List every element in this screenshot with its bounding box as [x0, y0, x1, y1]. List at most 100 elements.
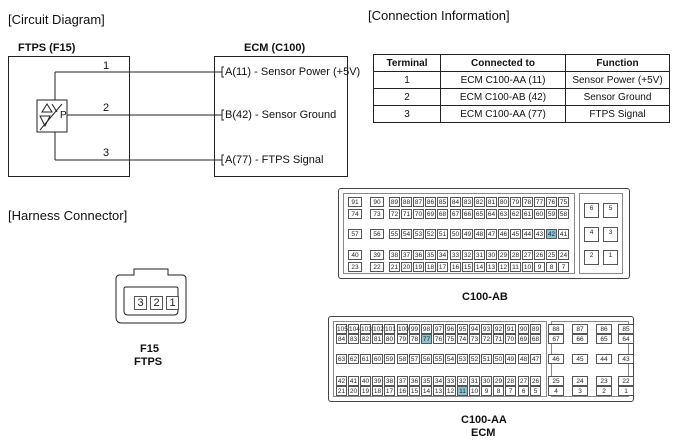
f15-ftps-label: FTPS	[134, 356, 163, 368]
pin-cell: 31	[469, 376, 480, 386]
pin-cell: 31	[474, 250, 485, 260]
ftps-box	[8, 56, 130, 177]
pin-cell: 71	[493, 334, 504, 344]
pin-cell: 65	[474, 209, 485, 219]
pin-cell: 42	[546, 229, 557, 239]
pin-cell: 49	[462, 229, 473, 239]
ecm-pin-label-1: A(11) - Sensor Power (+5V)	[225, 66, 361, 78]
pin-cell: 85	[437, 197, 448, 207]
pin-cell: 66	[462, 209, 473, 219]
pin-cell: 75	[445, 334, 456, 344]
pin-cell: 30	[486, 250, 497, 260]
pin-cell: 32	[462, 250, 473, 260]
pin-cell: 20	[401, 262, 412, 272]
pin-cell: 46	[498, 229, 509, 239]
pin-cell: 81	[486, 197, 497, 207]
pin-cell: 49	[505, 354, 516, 364]
pin-cell: 86	[425, 197, 436, 207]
pin-cell: 61	[522, 209, 533, 219]
pin-cell: 54	[401, 229, 412, 239]
pin-cell: 61	[360, 354, 371, 364]
pin-cell: 28	[510, 250, 521, 260]
pin-cell: 99	[409, 324, 420, 334]
pin-cell: 66	[572, 334, 588, 344]
ftps-title: FTPS (F15)	[18, 42, 76, 54]
pin-cell: 91	[505, 324, 516, 334]
f15-pin-2: 2	[150, 296, 163, 310]
pin-cell: 40	[348, 250, 362, 260]
pin-cell: 58	[397, 354, 408, 364]
terminal-bracket-2	[221, 109, 224, 121]
pin-cell: 53	[457, 354, 468, 364]
pin-cell: 36	[413, 250, 424, 260]
pin-cell: 59	[546, 209, 557, 219]
circuit-wiring	[36, 66, 224, 166]
pin-cell: 97	[433, 324, 444, 334]
pin-cell: 47	[530, 354, 541, 364]
pin-cell: 75	[558, 197, 569, 207]
pin-cell: 87	[572, 324, 588, 334]
pin-cell: 45	[572, 354, 588, 364]
connection-info-table: Terminal Connected to Function 1 ECM C10…	[373, 54, 670, 123]
pin-cell: 26	[530, 376, 541, 386]
pin-cell: 24	[572, 376, 588, 386]
pin-cell: 26	[534, 250, 545, 260]
pin-cell: 8	[493, 386, 504, 396]
table-cell: ECM C100-AB (42)	[440, 88, 566, 106]
pin-cell: 6	[518, 386, 529, 396]
pin-cell: 22	[618, 376, 634, 386]
ecm-title: ECM (C100)	[244, 42, 306, 54]
pin-cell: 81	[372, 334, 383, 344]
pin-cell: 63	[336, 354, 347, 364]
pin-cell: 51	[437, 229, 448, 239]
wire-num-1: 1	[103, 60, 110, 72]
pin-cell: 90	[518, 324, 529, 334]
pin-cell: 41	[348, 376, 359, 386]
sensor-letter: P	[60, 110, 67, 121]
pin-cell: 1	[603, 250, 618, 265]
pin-cell: 70	[505, 334, 516, 344]
pin-cell: 57	[409, 354, 420, 364]
pin-cell: 73	[469, 334, 480, 344]
pin-cell: 14	[421, 386, 432, 396]
table-cell: ECM C100-AA (11)	[440, 71, 566, 89]
table-header-row: Terminal Connected to Function	[373, 54, 670, 72]
pin-cell: 104	[348, 324, 360, 334]
pin-cell: 40	[360, 376, 371, 386]
pin-cell: 67	[548, 334, 564, 344]
pin-cell: 2	[596, 386, 612, 396]
table-cell: Sensor Ground	[565, 88, 670, 106]
pin-cell: 69	[518, 334, 529, 344]
pin-cell: 68	[530, 334, 541, 344]
f15-pin-1: 1	[166, 296, 179, 310]
pin-cell: 91	[348, 197, 362, 207]
pin-cell: 48	[518, 354, 529, 364]
pin-cell: 74	[457, 334, 468, 344]
pin-cell: 13	[433, 386, 444, 396]
pin-cell: 17	[384, 386, 395, 396]
pin-cell: 103	[360, 324, 372, 334]
pin-cell: 37	[401, 250, 412, 260]
pin-cell: 102	[372, 324, 384, 334]
pin-cell: 18	[425, 262, 436, 272]
wire-num-2: 2	[103, 102, 110, 114]
pin-cell: 101	[384, 324, 396, 334]
pin-cell: 5	[603, 203, 618, 218]
pin-cell: 85	[618, 324, 634, 334]
pin-cell: 18	[372, 386, 383, 396]
pin-cell: 4	[548, 386, 564, 396]
pin-cell: 45	[510, 229, 521, 239]
pin-cell: 9	[481, 386, 492, 396]
pin-cell: 43	[618, 354, 634, 364]
pin-cell: 15	[409, 386, 420, 396]
pin-cell: 36	[409, 376, 420, 386]
pin-cell: 68	[437, 209, 448, 219]
ecm-box	[214, 56, 348, 177]
pin-cell: 77	[421, 334, 432, 344]
table-header-connected: Connected to	[440, 54, 566, 72]
pin-cell: 47	[486, 229, 497, 239]
pin-cell: 62	[348, 354, 359, 364]
pin-cell: 87	[413, 197, 424, 207]
pin-cell: 33	[445, 376, 456, 386]
pin-cell: 11	[510, 262, 521, 272]
